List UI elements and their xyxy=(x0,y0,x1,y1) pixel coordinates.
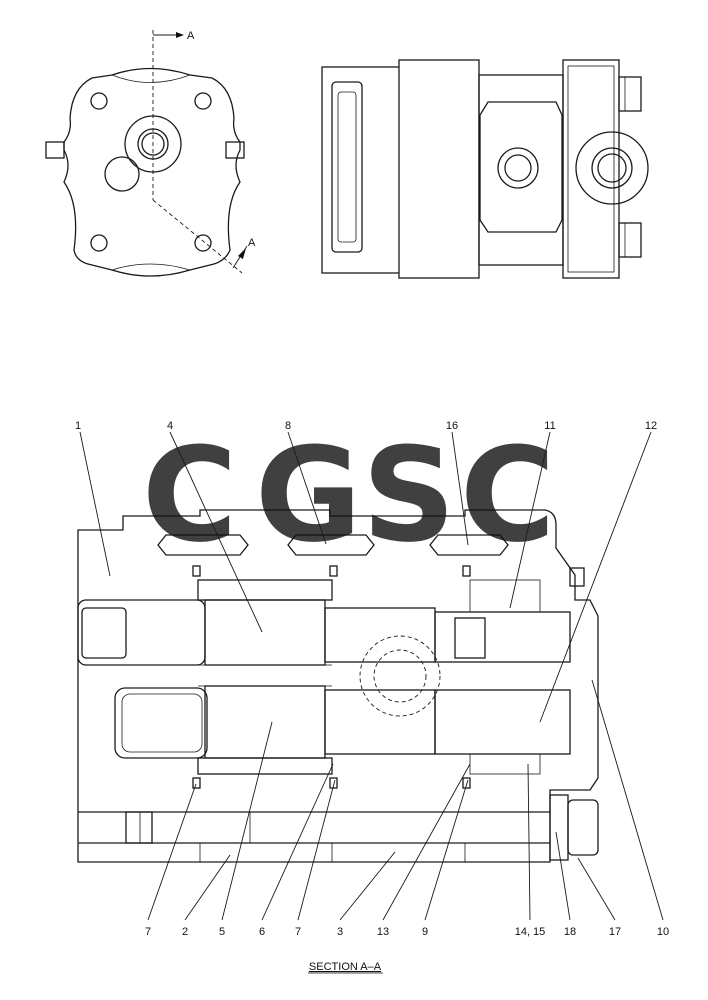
callout-3: 3 xyxy=(337,926,343,938)
callout-7-left: 7 xyxy=(145,926,151,938)
callout-8: 8 xyxy=(285,420,291,432)
watermark-letter-c1: C xyxy=(142,419,237,571)
end-view xyxy=(45,30,248,277)
section-view xyxy=(77,509,599,863)
section-title: SECTION A–A xyxy=(309,961,382,973)
section-marker-a-top: A xyxy=(187,30,195,42)
callout-2: 2 xyxy=(182,926,188,938)
callout-18: 18 xyxy=(564,926,576,938)
callout-10: 10 xyxy=(657,926,669,938)
callout-17: 17 xyxy=(609,926,621,938)
leader-lines xyxy=(79,431,664,921)
callout-6: 6 xyxy=(259,926,265,938)
callout-16: 16 xyxy=(446,420,458,432)
callout-14-15: 14, 15 xyxy=(515,926,546,938)
watermark-letter-s: S xyxy=(362,419,456,571)
callout-12: 12 xyxy=(645,420,657,432)
watermark-letter-c2: C xyxy=(460,419,555,571)
callout-5: 5 xyxy=(219,926,225,938)
callout-13: 13 xyxy=(377,926,389,938)
callout-11: 11 xyxy=(544,420,555,432)
callout-7-right: 7 xyxy=(295,926,301,938)
watermark-letter-g: G xyxy=(255,419,362,571)
callout-4: 4 xyxy=(167,420,173,432)
cgsc-watermark: C G S C xyxy=(142,419,555,571)
section-marker-a-side: A xyxy=(248,237,256,249)
callout-1: 1 xyxy=(75,420,81,432)
callouts: 1 4 8 16 11 12 7 2 5 6 7 3 13 9 14, 15 1… xyxy=(75,420,669,938)
side-view xyxy=(321,59,649,279)
callout-9: 9 xyxy=(422,926,428,938)
